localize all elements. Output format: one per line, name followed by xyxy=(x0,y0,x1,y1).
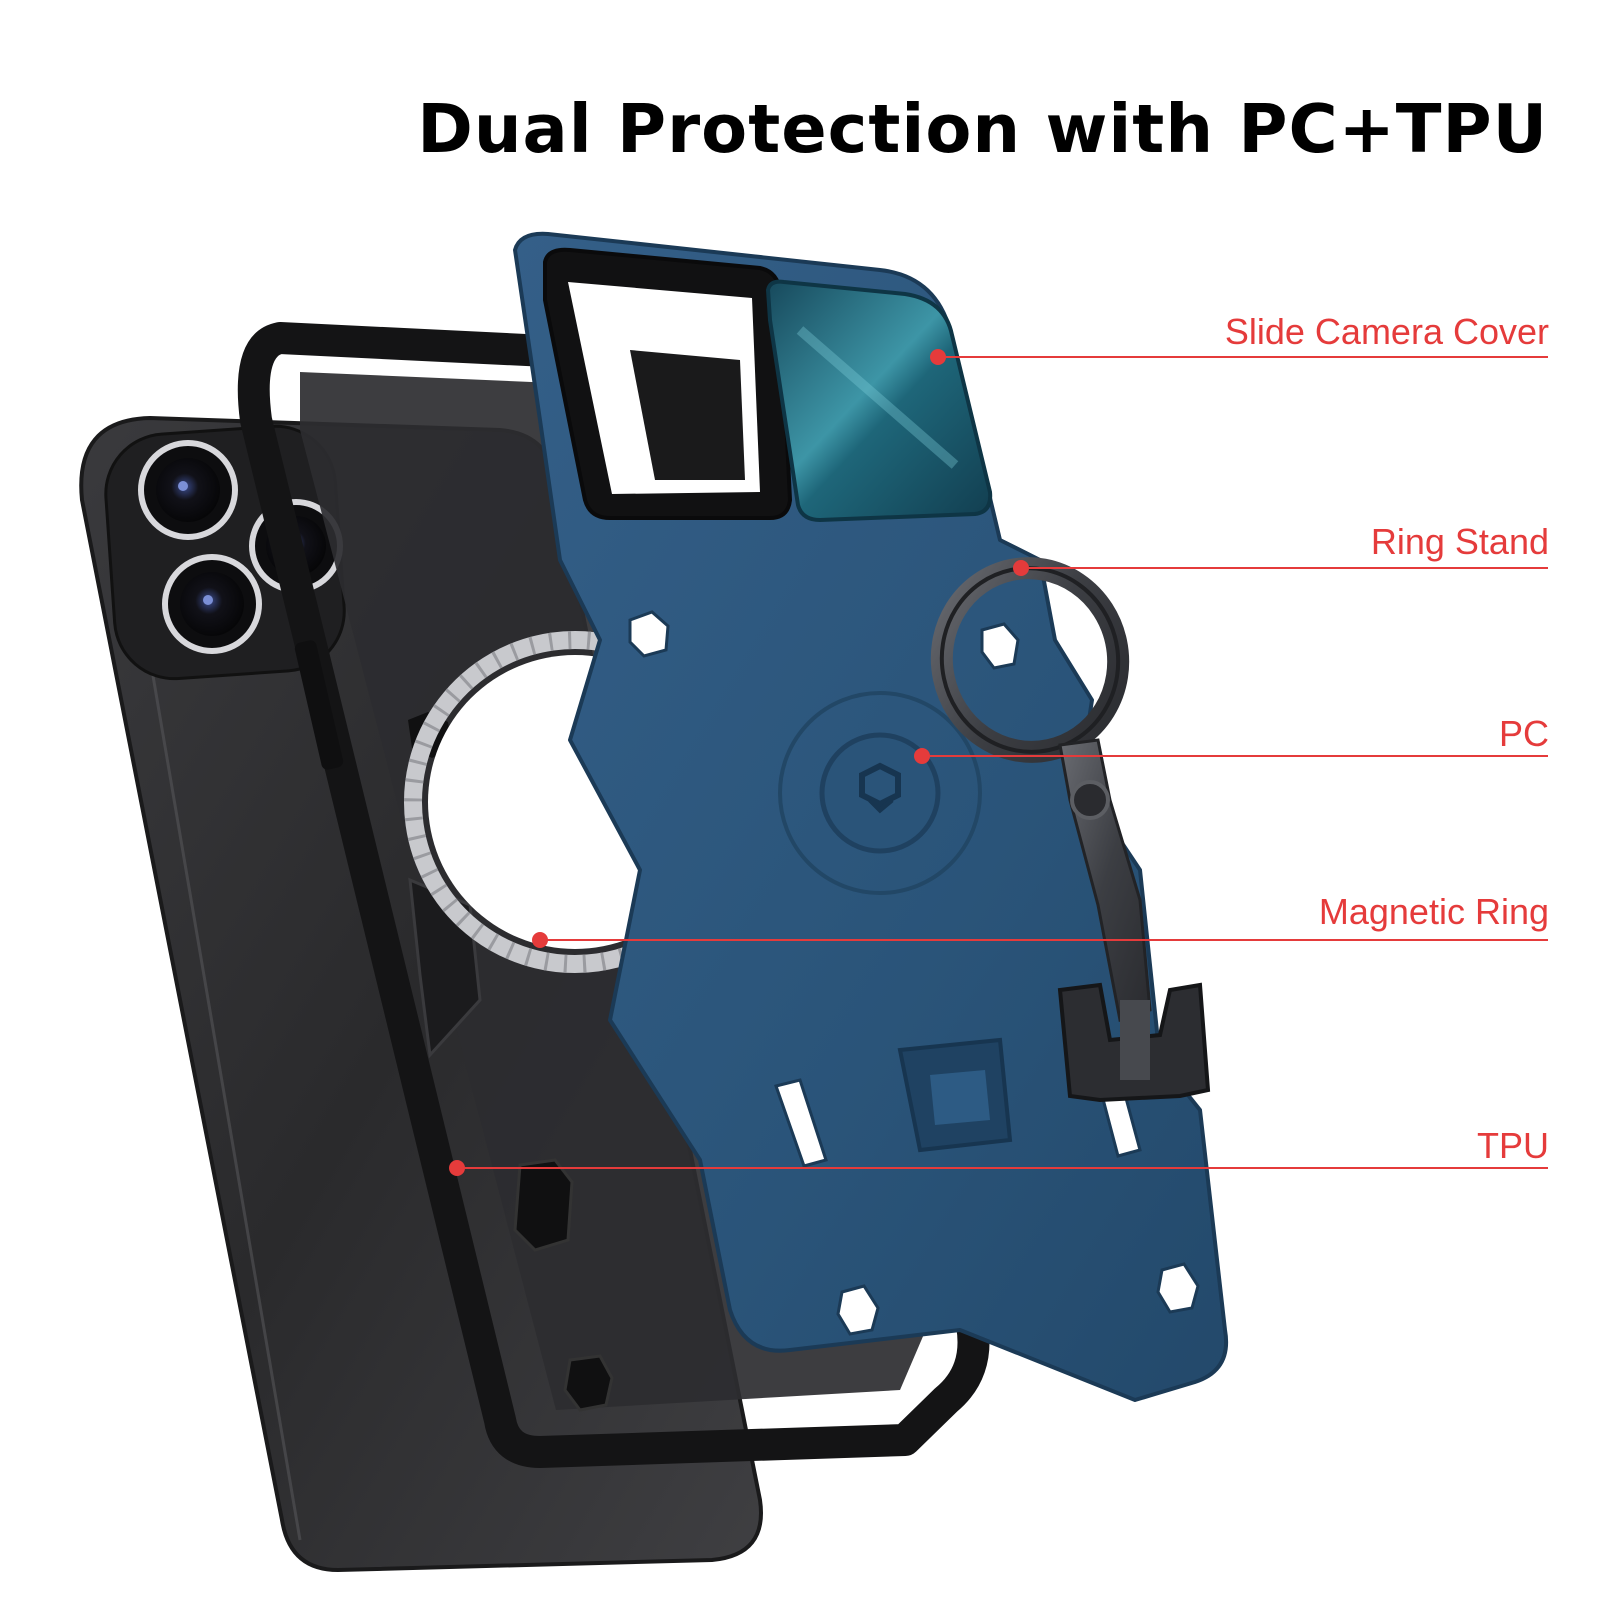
callout-label-pc: PC xyxy=(1498,713,1549,754)
callout-label-slide-camera-cover: Slide Camera Cover xyxy=(1224,311,1549,352)
callout-label-tpu: TPU xyxy=(1477,1125,1549,1166)
headline: Dual Protection with PC+TPU xyxy=(417,90,1548,168)
callout-label-magnetic-ring: Magnetic Ring xyxy=(1318,891,1549,932)
slide-camera-cover xyxy=(765,279,993,523)
callout-label-ring-stand: Ring Stand xyxy=(1370,521,1549,562)
pc-shell xyxy=(513,231,1229,1402)
callout-lines xyxy=(449,349,1548,1176)
ring-stand-icon xyxy=(930,557,1211,1103)
brand-logo-icon xyxy=(859,762,901,814)
